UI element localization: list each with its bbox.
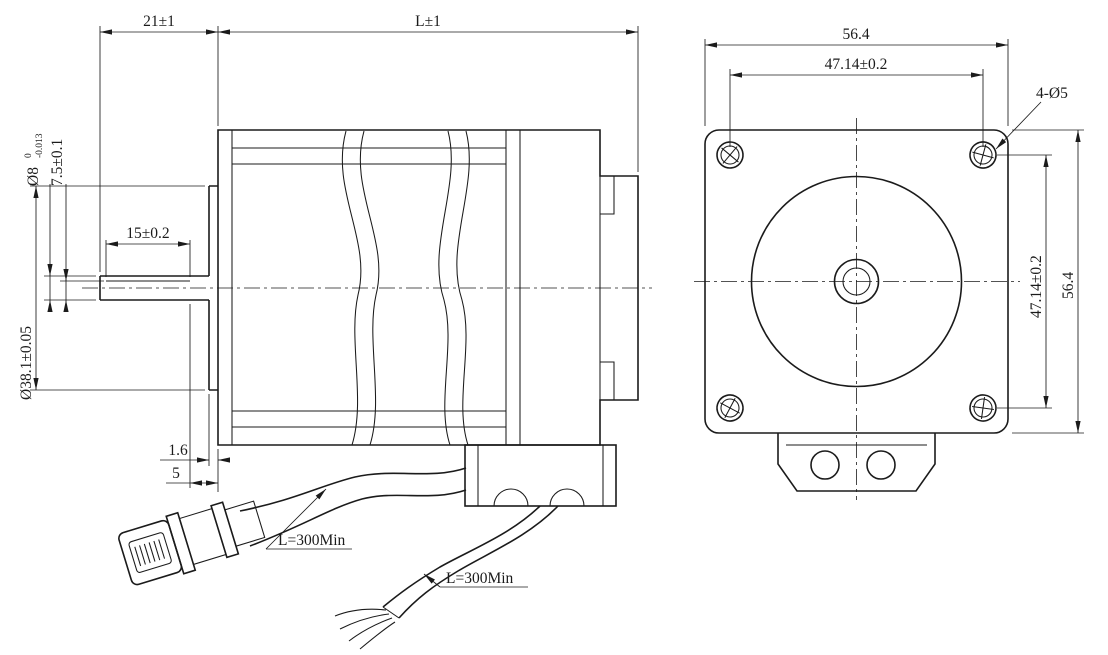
mesh-grommet-left <box>810 450 840 480</box>
encoder-cable <box>239 467 467 547</box>
dim-pilot-depth: 1.6 <box>160 394 230 492</box>
dim-flat-height-text: 7.5±0.1 <box>49 139 66 186</box>
dim-shaft-extension: 21±1 <box>99 13 219 272</box>
dim-shoulder-length-text: 5 <box>172 465 180 482</box>
dim-hole-spacing-vertical: 47.14±0.2 <box>997 154 1052 409</box>
dim-pilot-depth-text: 1.6 <box>168 442 188 459</box>
mounting-screw-bottom-right <box>969 394 997 422</box>
dim-body-length-text: L±1 <box>415 13 441 30</box>
shaft-hole-outer <box>833 258 880 305</box>
side-view: 21±1 L±1 Ø8 0 -0.013 7.5±0.1 <box>18 13 652 650</box>
db9-pin-field <box>128 532 172 573</box>
pilot-boss <box>208 185 218 391</box>
db9-shell <box>118 519 183 586</box>
pilot-circle <box>750 175 963 388</box>
dim-pilot-diameter: Ø38.1±0.05 <box>18 185 205 400</box>
label-cable-2-length: L=300Min <box>423 570 528 588</box>
db9-boot <box>224 500 266 547</box>
label-cable-2-text: L=300Min <box>446 570 514 587</box>
front-view: 56.4 47.14±0.2 4-Ø5 47.14±0.2 56.4 <box>694 26 1084 500</box>
front-face <box>704 129 1009 434</box>
dim-body-height: 56.4 <box>1012 129 1084 434</box>
dim-flat-length: 15±0.2 <box>105 225 191 277</box>
db9-strain-relief <box>178 507 227 566</box>
dim-shaft-extension-text: 21±1 <box>143 13 175 30</box>
label-mounting-holes-text: 4-Ø5 <box>1036 85 1068 102</box>
mesh-grommet-right <box>866 450 896 480</box>
power-leads-cable <box>334 505 559 650</box>
motor-body <box>217 129 639 446</box>
dim-shaft-diameter-tol-lower: -0.013 <box>35 133 45 158</box>
mounting-screw-bottom-left <box>716 394 744 422</box>
db9-connector <box>118 500 266 586</box>
mounting-screw-top-left <box>716 141 744 169</box>
motor-shaft <box>99 275 209 301</box>
mounting-screw-top-right <box>969 141 997 169</box>
dim-flat-length-text: 15±0.2 <box>126 225 169 242</box>
internal-cables <box>341 130 470 446</box>
dim-shaft-diameter-text: Ø8 <box>25 167 42 186</box>
dim-hole-spacing-vertical-text: 47.14±0.2 <box>1028 255 1045 318</box>
dim-body-height-text: 56.4 <box>1060 272 1077 299</box>
label-cable-1-length: L=300Min <box>265 488 352 550</box>
dim-shaft-diameter-tol-upper: 0 <box>24 153 34 158</box>
front-face-outline <box>704 129 1009 434</box>
dim-body-length: L±1 <box>218 13 639 172</box>
dim-body-width-text: 56.4 <box>842 26 869 43</box>
dim-shoulder-length: 5 <box>166 304 218 488</box>
dim-shaft-diameter: Ø8 0 -0.013 <box>24 133 96 312</box>
dim-hole-spacing-horizontal-text: 47.14±0.2 <box>825 56 888 73</box>
front-connector <box>777 433 936 492</box>
dim-flat-height: 7.5±0.1 <box>49 139 104 312</box>
dim-body-width: 56.4 <box>704 26 1009 126</box>
dim-pilot-diameter-text: Ø38.1±0.05 <box>18 326 35 400</box>
cable-gland-block <box>464 444 617 507</box>
label-cable-1-text: L=300Min <box>278 532 346 549</box>
label-mounting-holes: 4-Ø5 <box>995 85 1068 150</box>
shaft-hole-inner <box>842 267 871 296</box>
dim-hole-spacing-horizontal: 47.14±0.2 <box>729 56 984 147</box>
